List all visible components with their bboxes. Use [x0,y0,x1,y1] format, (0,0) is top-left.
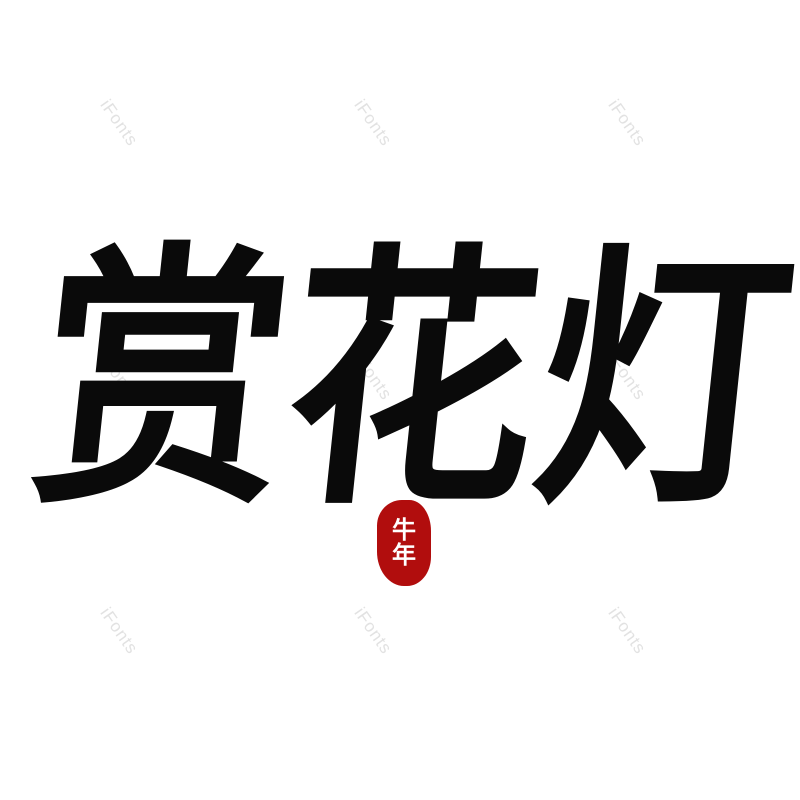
watermark: iFonts [604,96,650,150]
seal-char-nian: 年 [392,541,416,569]
seal-char-niu: 牛 [392,515,416,544]
watermark: iFonts [604,604,650,658]
watermark: iFonts [350,96,396,150]
red-seal-stamp: 牛 年 [377,500,431,586]
calligraphy-char-hua: 花 [271,218,555,542]
calligraphy-char-deng: 灯 [521,218,800,542]
watermark: iFonts [96,96,142,150]
watermark: iFonts [96,604,142,658]
watermark: iFonts [350,604,396,658]
calligraphy-char-shang: 赏 [21,218,305,542]
